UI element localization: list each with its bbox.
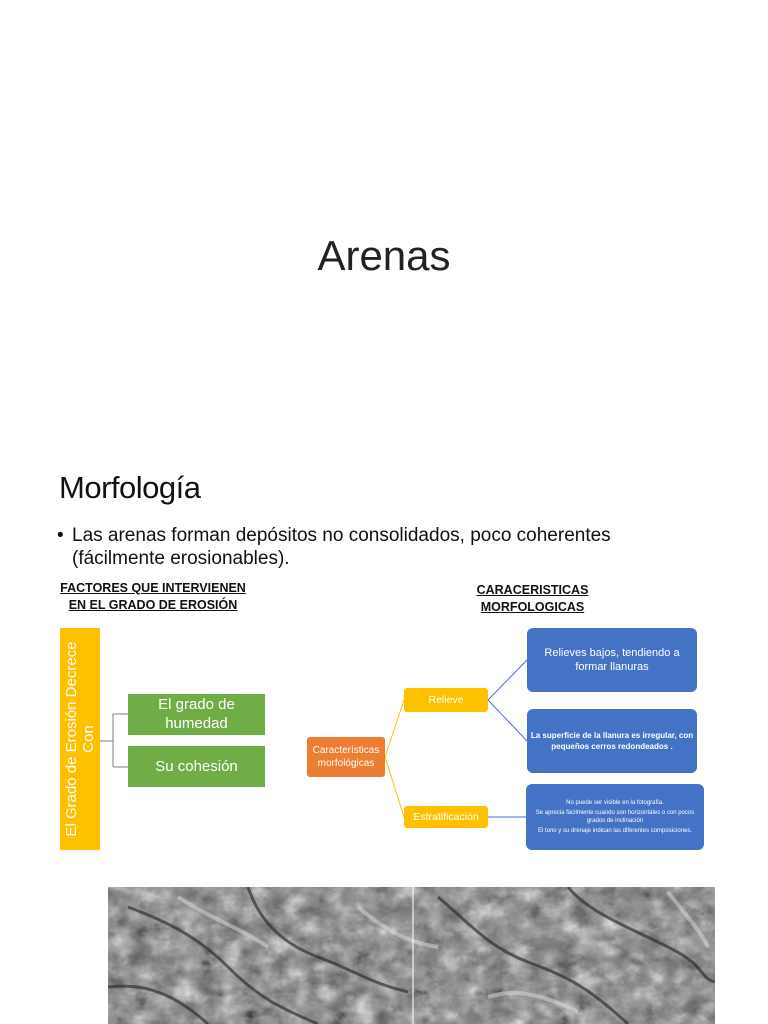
relieve-detail-line: La superficie de la llanura es irregular…	[531, 730, 693, 741]
characteristics-heading: CARACERISTICAS MORFOLOGICAS	[425, 582, 640, 616]
detail-links	[488, 660, 527, 817]
characteristics-root-box: Características morfológicas	[307, 737, 385, 777]
factors-heading-line: FACTORES QUE INTERVIENEN	[58, 580, 248, 597]
factor-humidity-box: El grado de humedad	[128, 694, 265, 735]
relieve-detail-surface-box: La superficie de la llanura es irregular…	[527, 709, 697, 773]
erosion-degree-bar: El Grado de Erosión Decrece Con	[60, 628, 100, 850]
relieve-detail-line: formar llanuras	[544, 660, 679, 674]
characteristics-root-line: morfológicas	[313, 757, 380, 770]
bullet-line: Las arenas forman depósitos no consolida…	[72, 524, 732, 547]
estratificacion-notes-box: No puede ser visible en la fotografía. S…	[526, 784, 704, 850]
factor-cohesion-box: Su cohesión	[128, 746, 265, 787]
characteristics-root-line: Características	[313, 744, 380, 757]
relieve-detail-line: pequeños cerros redondeados .	[531, 741, 693, 752]
erosion-degree-line: El Grado de Erosión Decrece	[63, 628, 80, 850]
relieve-box: Relieve	[404, 688, 488, 712]
factor-humidity-line: El grado de	[128, 695, 265, 714]
aerial-terrain-image	[108, 887, 715, 1024]
estratificacion-note: Se aprecia fácilmente cuando son horizon…	[532, 809, 698, 825]
erosion-degree-line: Con	[80, 628, 97, 850]
erosion-degree-label: El Grado de Erosión Decrece Con	[63, 628, 97, 850]
factors-bracket	[100, 714, 128, 767]
estratificacion-box: Estratificación	[404, 806, 488, 828]
factors-heading-line: EN EL GRADO DE EROSIÓN	[58, 597, 248, 614]
bullet-marker: •	[57, 524, 64, 547]
bullet-text: Las arenas forman depósitos no consolida…	[72, 524, 732, 570]
slide-title: Arenas	[0, 232, 768, 280]
relieve-detail-low-box: Relieves bajos, tendiendo a formar llanu…	[527, 628, 697, 692]
relieve-estrat-links	[385, 700, 404, 817]
section-heading: Morfología	[59, 470, 200, 506]
estratificacion-note: El tono y su drenaje indican las diferen…	[538, 827, 692, 835]
relieve-detail-line: Relieves bajos, tendiendo a	[544, 646, 679, 660]
factors-heading: FACTORES QUE INTERVIENEN EN EL GRADO DE …	[58, 580, 248, 614]
factor-humidity-line: humedad	[128, 714, 265, 733]
estratificacion-note: No puede ser visible en la fotografía.	[566, 799, 664, 807]
bullet-line: (fácilmente erosionables).	[72, 547, 732, 570]
aerial-terrain-photo	[108, 887, 715, 1024]
